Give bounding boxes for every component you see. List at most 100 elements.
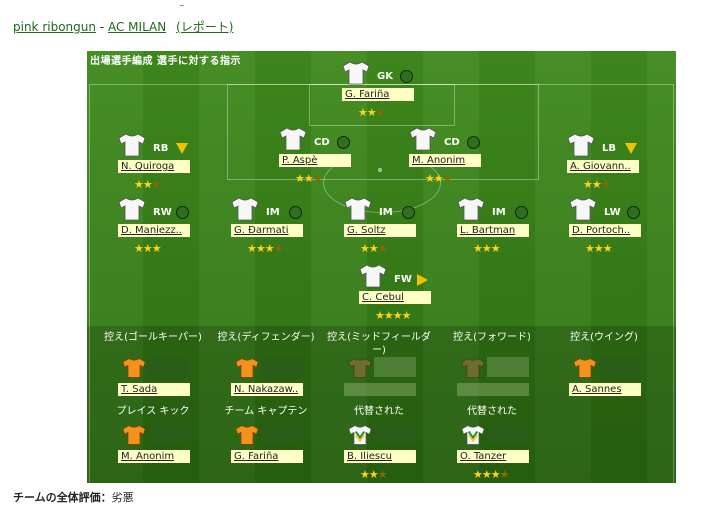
bench-slot-label: 控え(ディフェンダー): [217, 332, 315, 343]
bench-slot-plate: [374, 424, 416, 444]
role-player-name-link[interactable]: G. Fariña: [231, 450, 303, 463]
star-rating: ★★★: [585, 242, 613, 255]
field-title: 出場選手編成 選手に対する指示: [90, 56, 241, 67]
formation-field: 出場選手編成 選手に対する指示 GK G. Fariña ★★★ RB N. Quiro…: [87, 51, 676, 483]
status-dot-icon[interactable]: [400, 70, 413, 83]
player-name-link[interactable]: G. Fariña: [342, 88, 414, 101]
player-name-link[interactable]: L. Bartman: [457, 224, 529, 237]
empty-slot-bar: [457, 383, 529, 396]
bench-slot-plate: [148, 357, 190, 377]
star-rating: ★★★: [583, 178, 611, 191]
position-label: FW: [394, 274, 412, 285]
player-name-link[interactable]: D. Portoch..: [569, 224, 641, 237]
previous-link-cut: [180, 0, 184, 7]
status-dot-icon[interactable]: [176, 206, 189, 219]
rating-value: 劣悪: [111, 491, 134, 504]
status-dot-icon[interactable]: [402, 206, 415, 219]
team-right-link[interactable]: AC MILAN: [107, 20, 167, 34]
bench-player-name-link[interactable]: T. Sada: [118, 383, 190, 396]
bench-slot-plate: [148, 424, 190, 444]
position-label: LW: [604, 207, 621, 218]
player-name-link[interactable]: M. Anonim: [409, 154, 481, 167]
position-label: GK: [377, 71, 393, 82]
shirt-icon: [457, 197, 485, 221]
bench-role-label: 代替された: [354, 406, 404, 417]
shirt-icon: [348, 356, 372, 380]
substitution-shirt-icon: [348, 423, 372, 447]
status-dot-icon[interactable]: [289, 206, 302, 219]
shirt-icon: [122, 423, 146, 447]
star-rating: ★★★: [360, 242, 388, 255]
player-name-link[interactable]: C. Cebul: [359, 291, 431, 304]
position-label: CD: [314, 137, 330, 148]
play-arrow-icon[interactable]: [417, 274, 428, 286]
shirt-icon: [342, 61, 370, 85]
shirt-icon: [344, 197, 372, 221]
bench-slot-label: 控え(ミッドフィールダー): [327, 332, 431, 356]
bench-slot-label: 控え(ウイング): [570, 332, 638, 343]
role-player-name-link[interactable]: O. Tanzer: [457, 450, 529, 463]
match-header: pink ribongun - AC MILAN (レポート): [13, 18, 233, 35]
role-player-name-link[interactable]: B. Iliescu: [344, 450, 416, 463]
goal-area: [309, 84, 455, 126]
shirt-icon: [279, 127, 307, 151]
shirt-icon: [235, 356, 259, 380]
warning-triangle-icon[interactable]: [625, 143, 637, 154]
position-label: RW: [153, 207, 172, 218]
shirt-icon: [569, 197, 597, 221]
shirt-icon: [409, 127, 437, 151]
star-rating: ★★★: [360, 468, 388, 481]
player-name-link[interactable]: A. Giovann..: [567, 160, 639, 173]
shirt-icon: [118, 133, 146, 157]
player-name-link[interactable]: G. Đarmati: [231, 224, 303, 237]
status-dot-icon[interactable]: [627, 206, 640, 219]
star-rating: ★★★: [295, 172, 323, 185]
shirt-icon: [359, 264, 387, 288]
bench-slot-plate: [487, 424, 529, 444]
position-label: RB: [153, 143, 169, 154]
player-name-link[interactable]: N. Quiroga: [118, 160, 190, 173]
bench-slot-label: 控え(フォワード): [453, 332, 531, 343]
shirt-icon: [118, 197, 146, 221]
penalty-arc: [323, 153, 441, 213]
rating-label: チームの全体評価：: [13, 491, 112, 504]
player-name-link[interactable]: G. Soltz: [344, 224, 416, 237]
position-label: IM: [492, 207, 506, 218]
shirt-icon: [567, 133, 595, 157]
bench-player-name-link[interactable]: A. Sannes: [569, 383, 641, 396]
star-rating: ★★★★: [375, 309, 411, 322]
bench-role-label: 代替された: [467, 406, 517, 417]
bench-slot-plate: [599, 357, 641, 377]
position-label: LB: [602, 143, 616, 154]
position-label: IM: [379, 207, 393, 218]
bench-player-name-link[interactable]: N. Nakazaw..: [231, 383, 303, 396]
status-dot-icon[interactable]: [337, 136, 350, 149]
team-left-link[interactable]: pink ribongun: [13, 20, 96, 34]
shirt-icon: [122, 356, 146, 380]
bench-slot-label: 控え(ゴールキーパー): [104, 332, 202, 343]
team-rating: チームの全体評価：劣悪: [13, 489, 134, 505]
team-separator: -: [99, 20, 105, 34]
star-rating: ★★★: [134, 242, 162, 255]
star-rating: ★★★★: [247, 242, 283, 255]
shirt-icon: [573, 356, 597, 380]
bench-role-label: プレイス キック: [116, 406, 190, 417]
position-label: CD: [444, 137, 460, 148]
warning-triangle-icon[interactable]: [176, 143, 188, 154]
star-rating: ★★★: [473, 242, 501, 255]
status-dot-icon[interactable]: [515, 206, 528, 219]
bench-slot-plate: [374, 357, 416, 377]
bench-role-label: チーム キャプテン: [224, 406, 308, 417]
pitch-outline: [89, 84, 674, 483]
star-rating: ★★★: [425, 172, 453, 185]
empty-slot-bar: [344, 383, 416, 396]
star-rating: ★★★: [134, 178, 162, 191]
star-rating: ★★★★: [473, 468, 509, 481]
role-player-name-link[interactable]: M. Anonim: [118, 450, 190, 463]
player-name-link[interactable]: D. Maniezz..: [118, 224, 190, 237]
report-link[interactable]: (レポート): [176, 20, 234, 34]
shirt-icon: [461, 356, 485, 380]
player-name-link[interactable]: P. Aspè: [279, 154, 351, 167]
bench-slot-plate: [487, 357, 529, 377]
status-dot-icon[interactable]: [467, 136, 480, 149]
